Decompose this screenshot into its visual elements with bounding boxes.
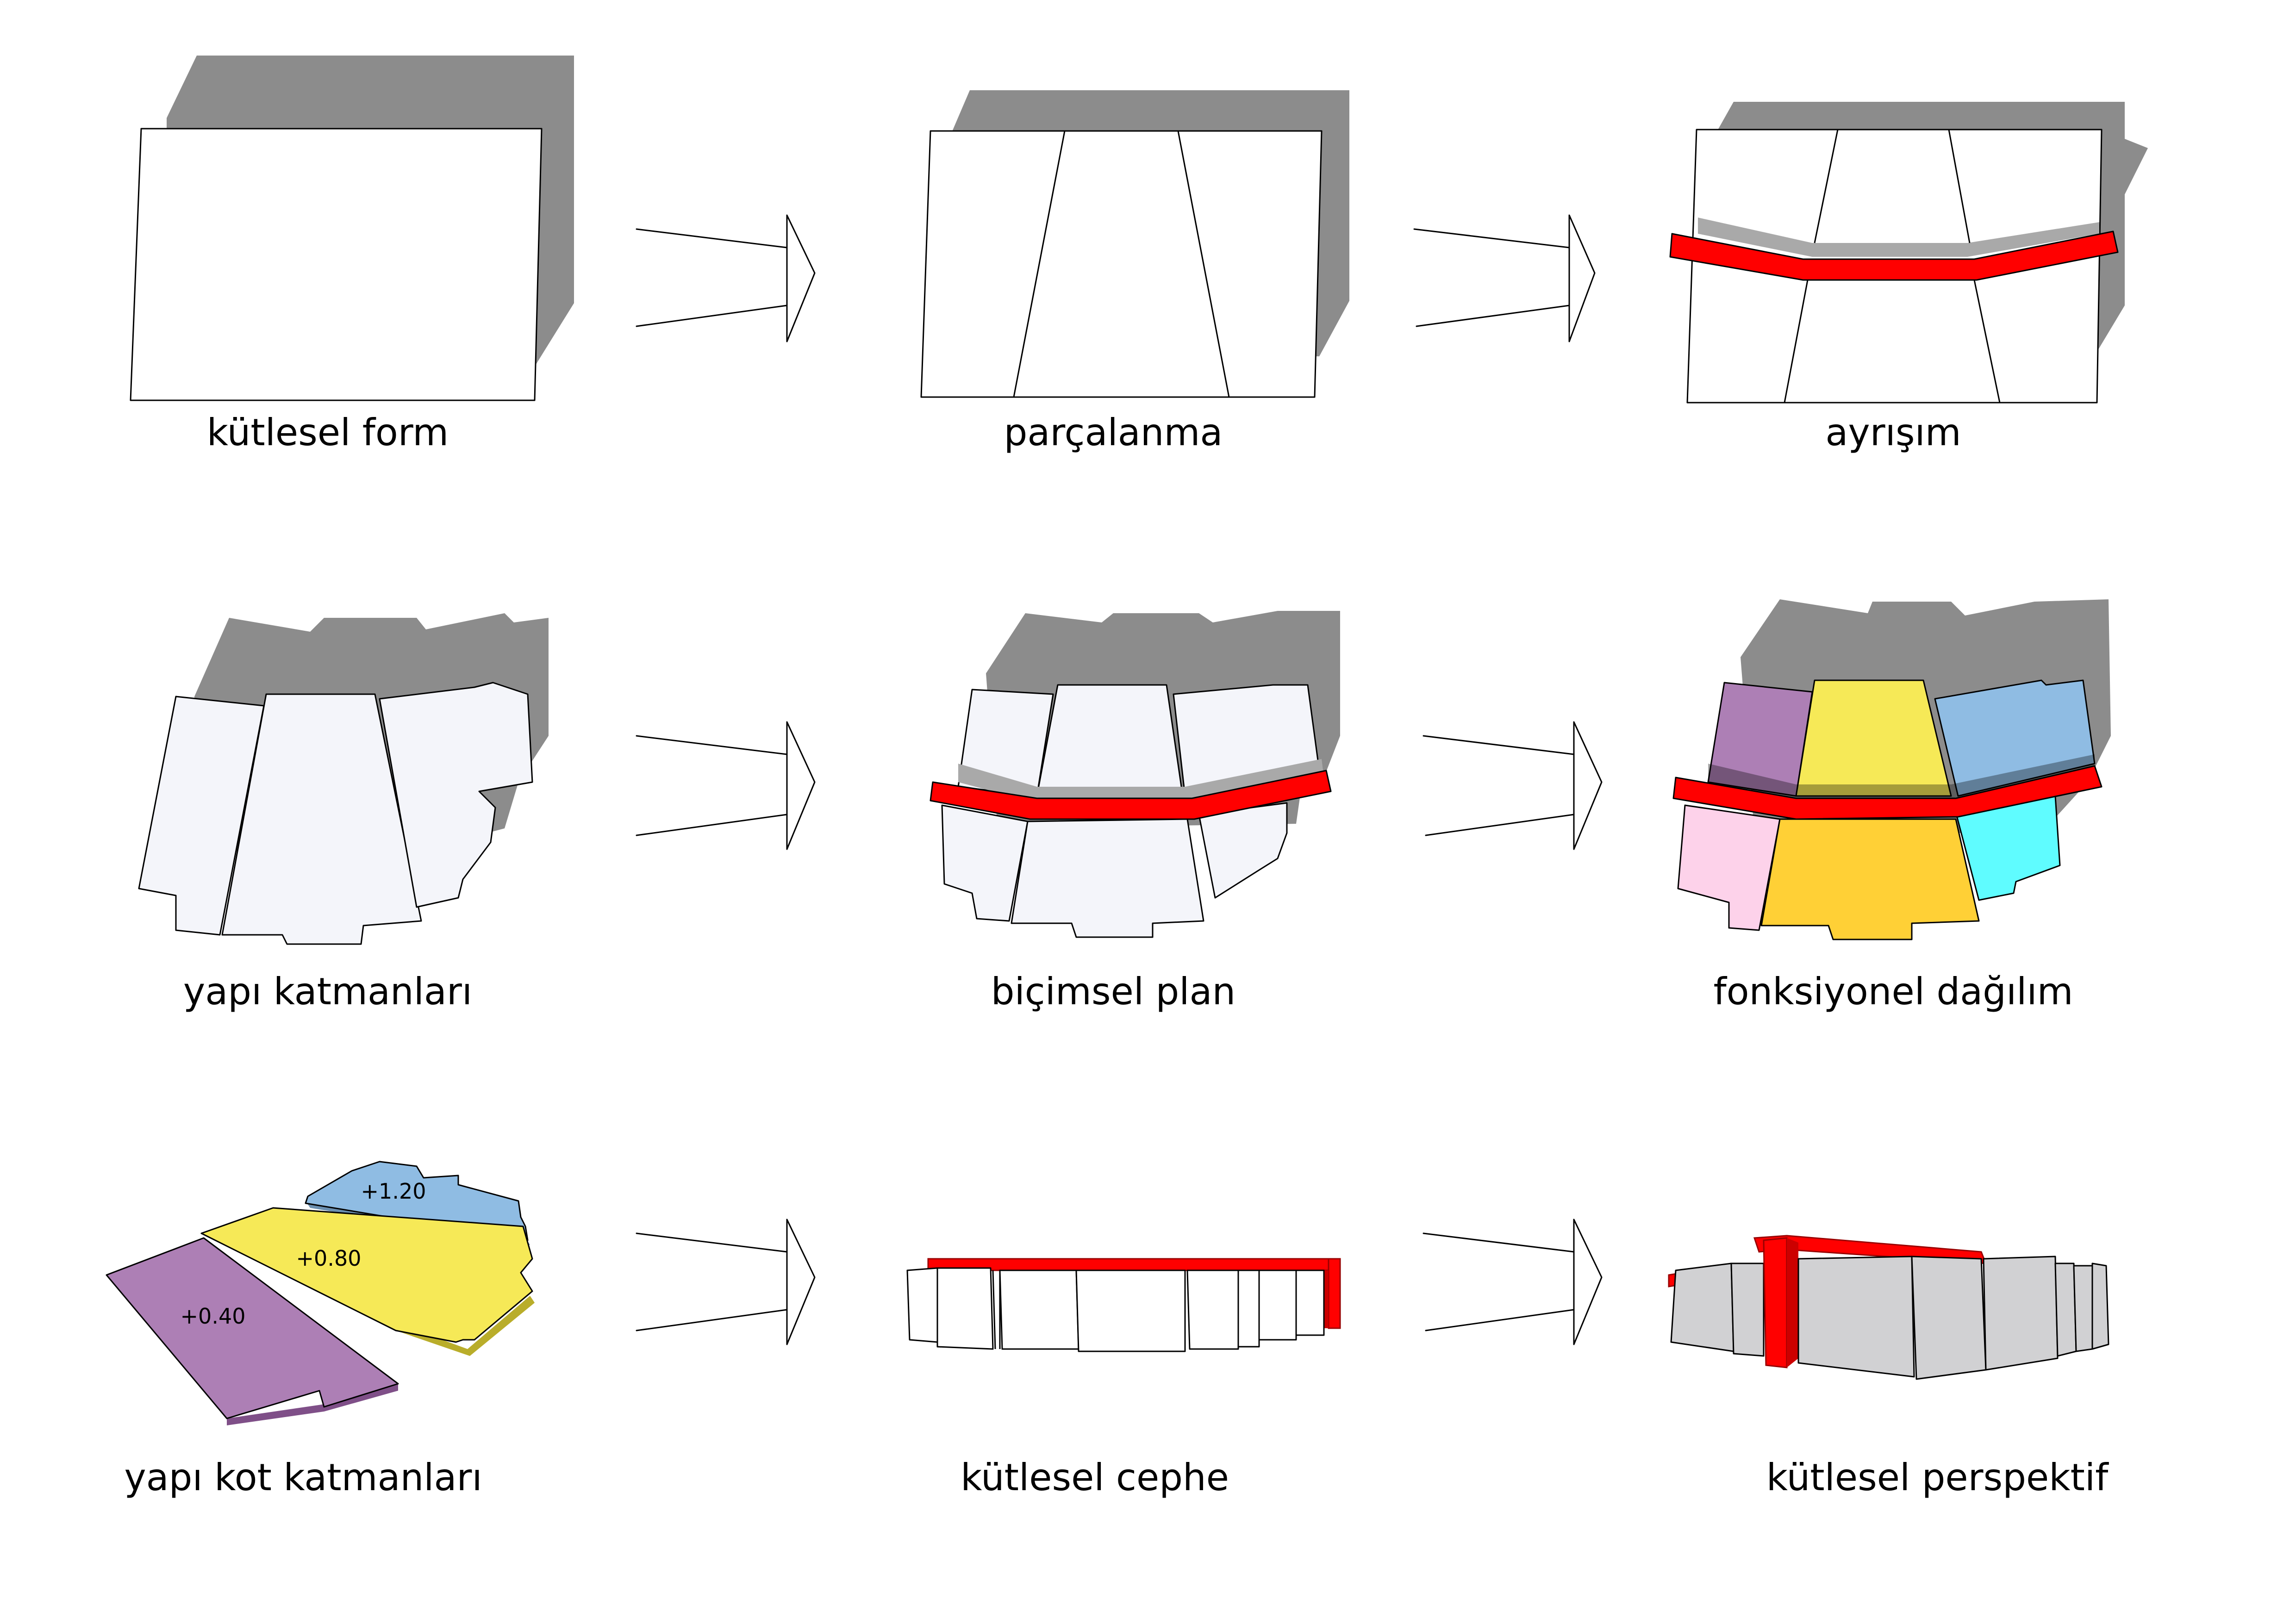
zone-yellow xyxy=(1795,679,1952,797)
layer-right xyxy=(379,682,533,908)
level-label-blue: +1.20 xyxy=(361,1179,426,1204)
step-building-layers: yapı katmanları xyxy=(138,613,549,1013)
separation-line xyxy=(1948,129,1971,243)
arrow-right-icon xyxy=(636,214,816,342)
facade-block xyxy=(1258,1269,1297,1341)
plan-top-center xyxy=(1036,684,1184,797)
step-formal-plan: biçimsel plan xyxy=(930,611,1340,1013)
facade-block xyxy=(999,1269,1079,1350)
facade-block xyxy=(1075,1269,1186,1352)
layer-center xyxy=(221,693,422,945)
caption-functional-distribution: fonksiyonel dağılım xyxy=(1713,970,2073,1013)
perspective-block xyxy=(2091,1262,2109,1350)
separation-gap xyxy=(1698,218,2099,257)
perspective-red-column-side xyxy=(1787,1238,1798,1368)
separation-line xyxy=(1784,280,1809,403)
caption-formal-plan: biçimsel plan xyxy=(991,970,1235,1013)
fragment-line-right xyxy=(1177,131,1230,398)
caption-separation: ayrışım xyxy=(1825,411,1961,454)
separation-line xyxy=(1814,129,1839,243)
plan-bottom-center xyxy=(1011,818,1204,938)
step-level-layers: +1.20 +0.80 +0.40 yapı kot katmanları xyxy=(106,1161,535,1499)
arrow-right-icon xyxy=(1423,1219,1603,1345)
facade-red-return xyxy=(1328,1258,1341,1329)
red-band xyxy=(930,770,1332,820)
perspective-block xyxy=(1797,1256,1915,1378)
caption-building-layers: yapı katmanları xyxy=(183,970,472,1013)
zone-orange xyxy=(1760,818,1980,940)
arrow-right-icon xyxy=(636,721,816,850)
facade-block xyxy=(1186,1269,1239,1350)
caption-massing-perspective: kütlesel perspektif xyxy=(1766,1456,2109,1499)
perspective-red-column xyxy=(1763,1237,1788,1368)
facade-joint xyxy=(992,1270,996,1349)
step-massing-perspective: kütlesel perspektif xyxy=(1668,1235,2109,1499)
perspective-block xyxy=(1730,1262,1765,1357)
level-label-yellow: +0.80 xyxy=(296,1246,362,1271)
separation-line xyxy=(1973,280,2001,403)
perspective-block xyxy=(1911,1256,1987,1380)
caption-massing-form: kütlesel form xyxy=(207,411,449,454)
massing-facade xyxy=(130,128,543,401)
facade-block xyxy=(1295,1269,1325,1336)
fragment-line-left xyxy=(1013,131,1066,398)
facade-block xyxy=(936,1267,994,1350)
level-purple-edge xyxy=(227,1384,398,1425)
level-yellow-edge xyxy=(396,1296,535,1356)
facade-red-shade xyxy=(1324,1270,1329,1328)
arrow-right-icon xyxy=(636,1219,816,1345)
plan-bottom-right xyxy=(1198,802,1288,899)
step-massing-facade: kütlesel cephe xyxy=(906,1258,1341,1499)
level-label-purple: +0.40 xyxy=(181,1304,246,1329)
perspective-block xyxy=(1670,1262,1734,1352)
step-fragmentation: parçalanma xyxy=(920,90,1349,454)
level-purple xyxy=(106,1237,399,1419)
arrow-right-icon xyxy=(1423,721,1603,850)
level-yellow xyxy=(200,1207,533,1343)
zone-shade xyxy=(1708,754,2095,798)
zone-blue xyxy=(1934,679,2096,797)
step-massing-form: kütlesel form xyxy=(130,56,574,454)
red-band xyxy=(1669,230,2119,281)
red-band xyxy=(1672,765,2103,820)
perspective-block xyxy=(1983,1256,2059,1371)
arrow-right-icon xyxy=(1413,214,1596,342)
fragmentation-facade xyxy=(920,130,1323,398)
step-separation: ayrışım xyxy=(1669,102,2148,454)
perspective-block xyxy=(2054,1262,2077,1357)
facade-block xyxy=(906,1267,938,1343)
caption-massing-facade: kütlesel cephe xyxy=(961,1456,1229,1499)
step-functional-distribution: fonksiyonel dağılım xyxy=(1672,599,2111,1013)
facade-block xyxy=(1237,1269,1260,1348)
perspective-block xyxy=(2073,1265,2093,1352)
caption-fragmentation: parçalanma xyxy=(1004,411,1223,454)
caption-level-layers: yapı kot katmanları xyxy=(124,1456,482,1499)
